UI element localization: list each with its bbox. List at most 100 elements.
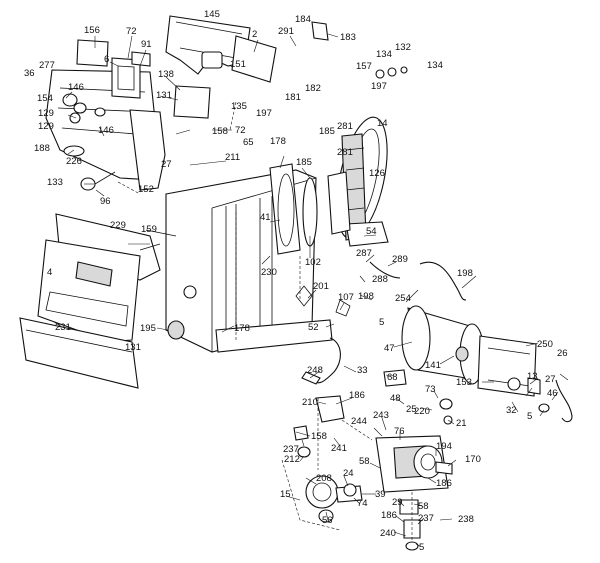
part-callout-c211: 211 [225,152,240,163]
part-callout-c52: 52 [308,322,319,333]
part-callout-c129b: 129 [38,121,54,132]
part-callout-c226: 226 [66,156,82,167]
part-callout-c185b: 185 [296,157,312,168]
part-callout-c135: 135 [231,101,247,112]
part-callout-c76: 76 [394,426,405,437]
part-callout-c5c: 5 [419,542,424,553]
part-callout-c154: 154 [37,93,53,104]
part-callout-c58b: 58 [418,501,429,512]
part-callout-c58a: 58 [359,456,370,467]
part-callout-c243: 243 [373,410,389,421]
part-callout-c197b: 197 [371,81,387,92]
part-callout-c281a: 281 [337,121,353,132]
part-callout-c14: 14 [377,118,388,129]
expansion-vessel [369,261,573,423]
part-callout-c107: 107 [338,292,354,303]
part-callout-c158a: 158 [212,126,228,137]
part-callout-c158b: 158 [311,431,327,442]
part-callout-c27b: 27 [545,374,556,385]
part-callout-c47: 47 [384,343,395,354]
part-callout-c29: 29 [392,497,403,508]
part-callout-c186a: 186 [349,390,365,401]
part-callout-c134b: 134 [427,60,443,71]
part-callout-c102: 102 [305,257,321,268]
part-callout-c212: 212 [284,454,300,465]
front-panels [19,213,177,389]
part-callout-c91: 91 [141,39,152,50]
part-callout-c244: 244 [351,416,367,427]
hydraulic-group [293,337,550,551]
part-callout-c21: 21 [456,418,467,429]
part-callout-c197a: 197 [256,108,272,119]
part-callout-c72a: 72 [126,26,137,37]
casing-top-cover [165,15,329,83]
part-callout-c54: 54 [366,226,377,237]
part-callout-c186c: 186 [381,510,397,521]
part-callout-c237a: 237 [283,444,299,455]
part-callout-c291: 291 [278,26,294,37]
part-callout-c241: 241 [331,443,347,454]
part-callout-c195: 195 [140,323,156,334]
part-callout-c201: 201 [313,281,329,292]
part-callout-c146b: 146 [98,125,114,136]
part-callout-c181: 181 [285,92,301,103]
part-callout-c208: 208 [316,473,332,484]
part-callout-c248: 248 [307,365,323,376]
chassis-frame [165,163,351,353]
parts-drawing [19,15,573,551]
part-callout-c41: 41 [260,212,271,223]
part-callout-c126: 126 [369,168,385,179]
part-callout-c238: 238 [458,514,474,525]
part-callout-c72b: 72 [235,125,246,136]
part-callout-c157: 157 [356,61,372,72]
part-callout-c131b: 131 [125,342,141,353]
part-callout-c198a: 198 [457,268,473,279]
part-callout-c159: 159 [141,224,157,235]
part-callout-c56: 56 [322,515,333,526]
part-callout-c73: 73 [425,384,436,395]
part-callout-c250: 250 [537,339,553,350]
part-callout-c138: 138 [158,69,174,80]
part-callout-c194: 194 [436,441,452,452]
part-callout-c33: 33 [357,365,368,376]
part-callout-c5a: 5 [379,317,384,328]
part-callout-c68: 68 [387,372,398,383]
part-callout-c74: 74 [357,498,368,509]
part-callout-c2: 2 [252,29,257,40]
part-callout-c198b: 198 [358,291,374,302]
part-callout-c156: 156 [84,25,100,36]
part-callout-c32: 32 [506,405,517,416]
part-callout-c46: 46 [547,388,558,399]
part-callout-c170: 170 [465,454,481,465]
part-callout-c153: 153 [456,377,472,388]
part-callout-c36: 36 [24,68,35,79]
part-callout-c133: 133 [47,177,63,188]
part-callout-c240: 240 [380,528,396,539]
part-callout-c145: 145 [204,9,220,20]
part-callout-c182: 182 [305,83,321,94]
part-callout-c289: 289 [392,254,408,265]
part-callout-c220: 220 [414,406,430,417]
part-callout-c186b: 186 [436,478,452,489]
part-callout-c231: 231 [55,322,71,333]
part-callout-c48: 48 [390,393,401,404]
part-callout-c27: 27 [161,159,172,170]
part-callout-c26: 26 [557,348,568,359]
part-callout-c151: 151 [230,59,246,70]
part-callout-c178a: 178 [270,136,286,147]
part-callout-c4: 4 [47,267,52,278]
part-callout-c134a: 134 [376,49,392,60]
part-callout-c254: 254 [395,293,411,304]
part-callout-c152: 152 [138,184,154,195]
part-callout-c132: 132 [395,42,411,53]
assembly-lines [117,101,413,540]
part-callout-c178b: 178 [234,323,250,334]
part-callout-c25: 25 [406,404,417,415]
part-callout-c39: 39 [375,489,386,500]
part-callout-c281b: 281 [337,147,353,158]
part-callout-c287: 287 [356,248,372,259]
part-callout-c96: 96 [100,196,111,207]
part-callout-c141: 141 [425,360,441,371]
part-callout-c288: 288 [372,274,388,285]
